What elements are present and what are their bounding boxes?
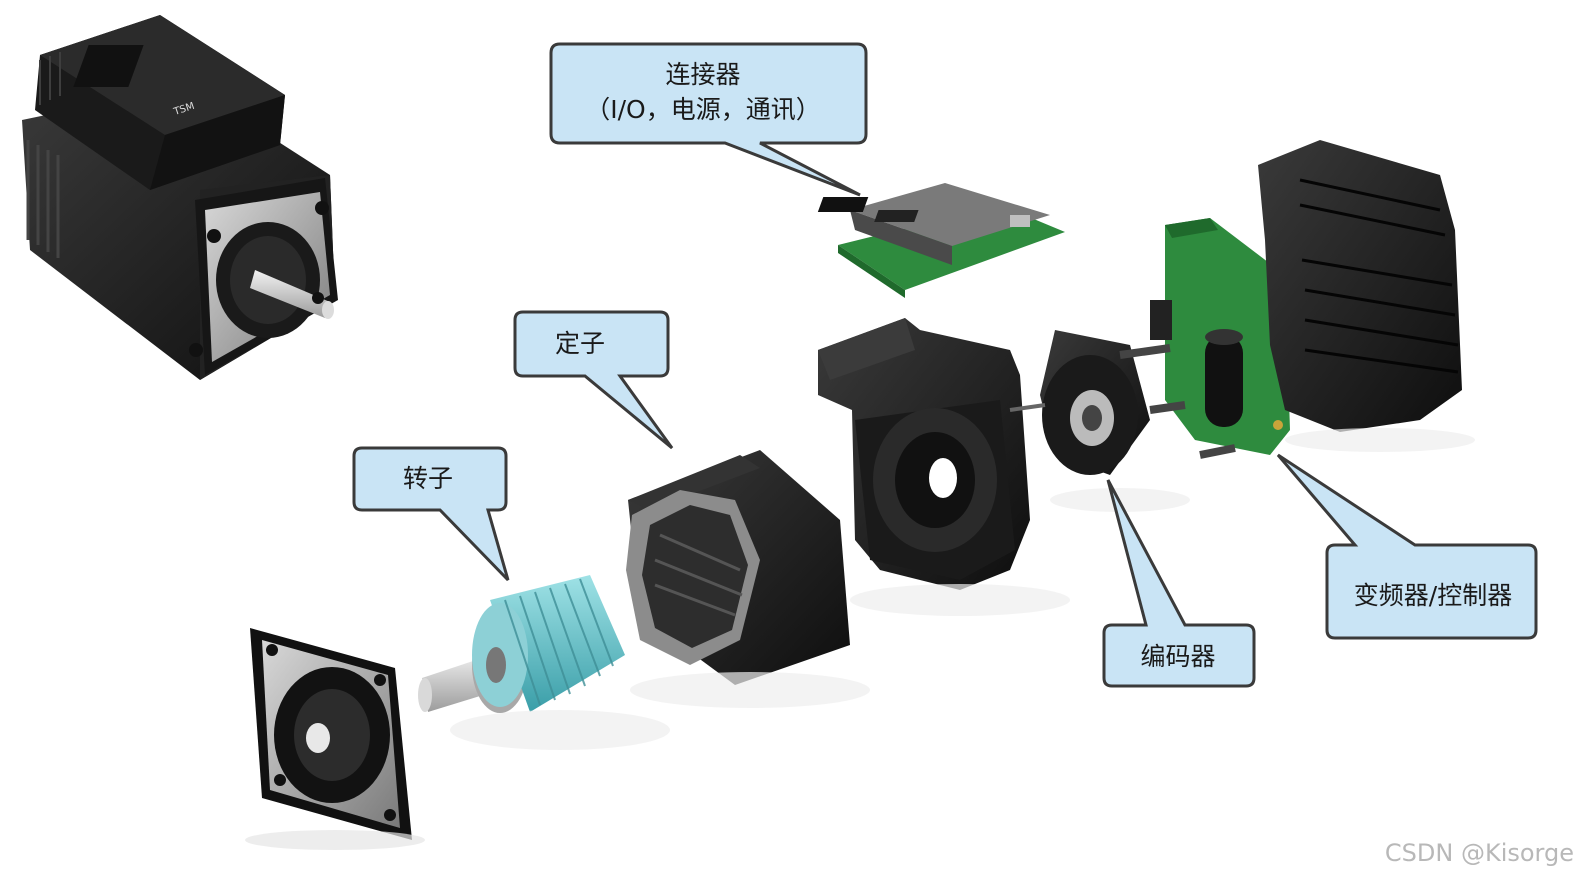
stator-image xyxy=(626,450,870,708)
callout-stator: 定子 xyxy=(513,310,674,450)
label-connector-line1: 连接器 xyxy=(665,60,740,89)
rotor-image xyxy=(418,575,670,750)
heatsink-image xyxy=(1258,140,1475,452)
front-flange-image xyxy=(245,628,425,850)
rear-housing-image xyxy=(818,318,1070,616)
label-stator: 定子 xyxy=(555,329,605,358)
label-encoder: 编码器 xyxy=(1140,642,1215,671)
label-controller: 变频器/控制器 xyxy=(1354,581,1512,610)
label-connector-line2: （I/O，电源，通讯） xyxy=(585,95,820,124)
connector-board-image xyxy=(817,183,1065,298)
assembled-motor-image: TSM xyxy=(22,15,338,380)
watermark: CSDN @Kisorge xyxy=(1384,839,1574,867)
callout-rotor: 转子 xyxy=(352,446,510,582)
controller-pcb-image xyxy=(1119,218,1290,459)
callout-encoder: 编码器 xyxy=(1102,479,1256,688)
label-rotor: 转子 xyxy=(403,464,453,493)
encoder-image xyxy=(1009,330,1190,512)
callout-controller: 变频器/控制器 xyxy=(1276,453,1538,640)
callout-connector: 连接器 （I/O，电源，通讯） xyxy=(549,42,868,197)
